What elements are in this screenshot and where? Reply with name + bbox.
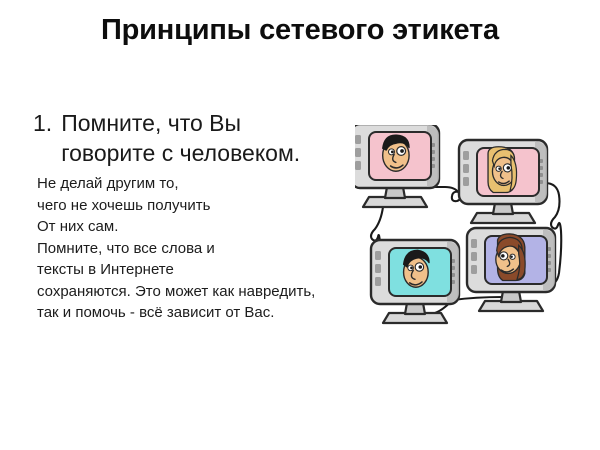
- body-line: Помните, что все слова и: [37, 239, 215, 257]
- bullet-line-1: Помните, что Вы: [61, 110, 242, 136]
- body-line: От них сам.: [37, 218, 119, 235]
- numbered-bullet-item: 1. Помните, что Вы говорите с человеком.: [33, 108, 333, 168]
- bullet-line-2: говорите с человеком.: [61, 140, 301, 166]
- body-line: чего не хочешь получить: [37, 196, 211, 214]
- networked-computers-illustration: [355, 125, 600, 340]
- bullet-number: 1.: [33, 110, 53, 136]
- monitor-bottom-right: [465, 226, 557, 313]
- monitor-bottom-left: [369, 238, 461, 325]
- page-title: Принципы сетевого этикета: [101, 14, 499, 46]
- monitor-top-left: [355, 125, 441, 209]
- body-line: так и помочь - всё зависит от Вас.: [37, 304, 275, 321]
- bullet-label: Помните, что Вы говорите с человеком.: [61, 108, 300, 168]
- body-line: сохраняются. Это может как навредить,: [37, 282, 316, 300]
- body-line: Не делай другим то,: [37, 175, 179, 192]
- body-line: тексты в Интернете: [37, 261, 174, 278]
- monitor-top-right: [457, 138, 549, 225]
- body-paragraph: Не делай другим то, чего не хочешь получ…: [37, 173, 367, 324]
